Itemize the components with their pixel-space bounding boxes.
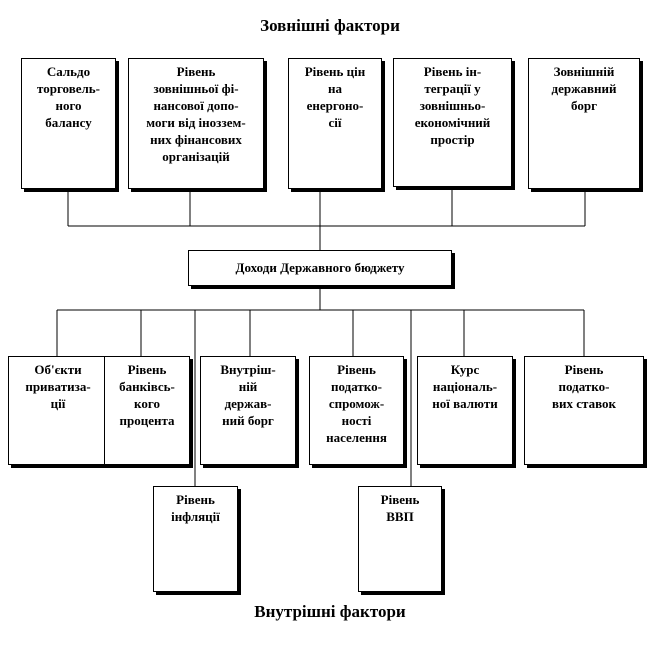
- internal-factor-domestic-debt: Внутріш- ній держав- ний борг: [200, 356, 296, 465]
- title-internal-factors: Внутрішні фактори: [254, 602, 406, 621]
- title-external-factors: Зовнішні фактори: [260, 16, 400, 35]
- internal-factor-tax-capacity: Рівень податко- спромож- ності населення: [309, 356, 404, 465]
- external-factor-external-debt: Зовнішній державний борг: [528, 58, 640, 189]
- external-factor-energy-prices: Рівень цін на енергоно- сії: [288, 58, 382, 189]
- external-factor-trade-balance: Сальдо торговель- ного балансу: [21, 58, 116, 189]
- internal-factor-privatization: Об'єкти приватиза- ції: [8, 356, 108, 465]
- internal-factor-gdp: Рівень ВВП: [358, 486, 442, 592]
- external-factor-integration: Рівень ін- теграції у зовнішньо- економі…: [393, 58, 512, 187]
- internal-factor-exchange-rate: Курс національ- ної валюти: [417, 356, 513, 465]
- internal-factor-bank-interest: Рівень банківсь- кого процента: [104, 356, 190, 465]
- internal-factor-tax-rates: Рівень податко- вих ставок: [524, 356, 644, 465]
- internal-factor-inflation: Рівень інфляції: [153, 486, 238, 592]
- central-node-budget-revenue: Доходи Державного бюджету: [188, 250, 452, 286]
- external-factor-foreign-aid: Рівень зовнішньої фі- нансової допо- мог…: [128, 58, 264, 189]
